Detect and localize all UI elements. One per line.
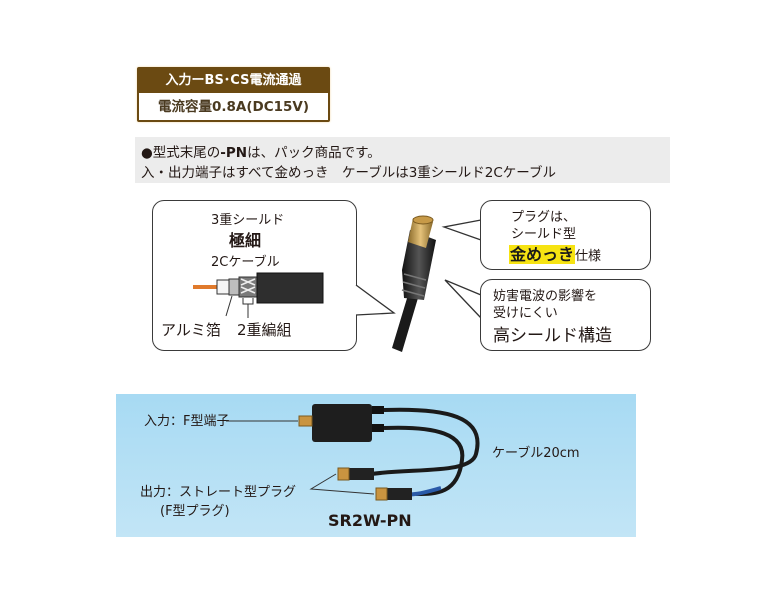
output-label: 出力：ストレート型プラグ — [140, 485, 297, 500]
plug-line-1: プラグは、 — [511, 210, 577, 225]
shield-line-2: 受けにくい — [493, 306, 558, 321]
note-prefix: ●型式末尾の — [141, 145, 221, 161]
model-number: SR2W-PN — [328, 511, 412, 530]
cable-length-label: ケーブル20cm — [492, 446, 580, 461]
splitter-product-icon — [226, 404, 480, 501]
callout-pointers — [355, 219, 482, 319]
plug-line-2: シールド型 — [511, 227, 577, 242]
cable-type-label: 2Cケーブル — [211, 255, 280, 270]
note-band: ●型式末尾の-PNは、パック商品です。 入・出力端子はすべて金めっき ケーブルは… — [135, 137, 670, 183]
spec-current-capacity: 電流容量0.8A(DC15V) — [157, 99, 310, 115]
shield-line-3: 高シールド構造 — [493, 326, 612, 346]
plug-line-3: 金めっき仕様 — [509, 241, 601, 265]
gold-plating-highlight: 金めっき — [509, 245, 576, 264]
plug-spec-suffix: 仕様 — [575, 249, 602, 264]
aluminum-foil-label: アルミ箔 — [161, 321, 221, 339]
note-line-1: ●型式末尾の-PNは、パック商品です。 — [141, 141, 381, 161]
double-braid-label: 2重編組 — [237, 321, 292, 339]
note-line-2: 入・出力端子はすべて金めっき ケーブルは3重シールド2Cケーブル — [141, 165, 556, 181]
shield-callout-bubble: 妨害電波の影響を 受けにくい 高シールド構造 — [480, 279, 651, 351]
product-panel: 入力：F型端子 ケーブル20cm 出力：ストレート型プラグ (F型プラグ) SR… — [116, 394, 636, 537]
f-plug-icon — [392, 215, 436, 352]
note-suffix: は、パック商品です。 — [247, 145, 381, 161]
cable-shield-label: 3重シールド — [211, 213, 285, 228]
spec-header: 入力ーBS･CS電流通過 — [139, 69, 328, 93]
output-sub-label: (F型プラグ) — [160, 504, 230, 519]
plug-callout-bubble: プラグは、 シールド型 金めっき仕様 — [480, 200, 651, 270]
shield-line-1: 妨害電波の影響を — [493, 289, 598, 304]
spec-box: 入力ーBS･CS電流通過 電流容量0.8A(DC15V) — [137, 67, 330, 122]
coax-cable-cross-section-icon — [193, 272, 324, 318]
cable-callout-bubble: 3重シールド 極細 2Cケーブル アルミ箔 2重編組 — [152, 200, 357, 351]
cable-thin-label: 極細 — [229, 231, 262, 250]
input-label: 入力：F型端子 — [144, 414, 230, 429]
note-model-suffix: -PN — [220, 145, 248, 161]
